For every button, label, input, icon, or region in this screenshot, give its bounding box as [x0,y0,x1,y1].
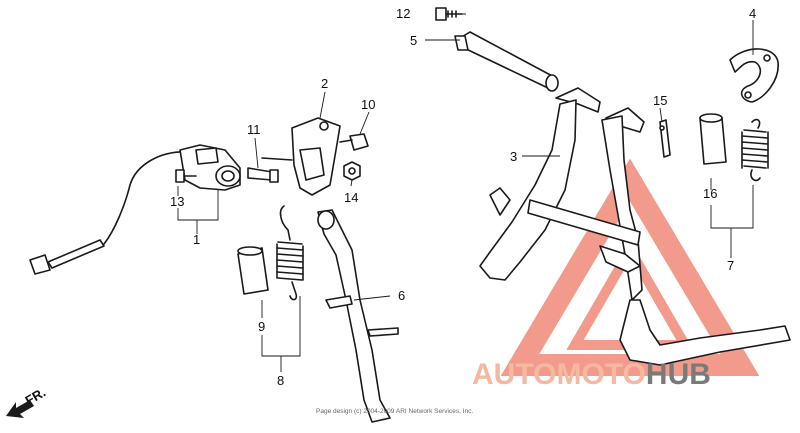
pin-15 [659,119,671,158]
side-stand-switch-1 [29,144,241,275]
watermark-hub: HUB [646,358,711,391]
callout-14: 14 [344,190,358,205]
watermark-auto: AUTO [472,358,556,391]
bracket-2 [291,117,341,196]
leader-lines [177,13,754,372]
callout-12: 12 [396,6,410,21]
watermark-text: AUTOMOTOHUB [472,358,711,391]
front-arrow: FR. [6,385,48,418]
callout-11: 11 [247,122,261,137]
bolt-10 [339,133,369,151]
screw-13 [175,169,197,183]
callout-10: 10 [361,97,375,112]
watermark-moto: MOTO [556,358,645,391]
hook-4 [729,48,779,103]
callout-5: 5 [410,33,417,48]
callout-6: 6 [398,288,405,303]
callout-4: 4 [749,6,756,21]
collar-9 [237,246,269,295]
callout-1: 1 [193,232,200,247]
pivot-shaft-5 [454,31,559,92]
callout-8: 8 [277,373,284,388]
bolt-11 [247,157,293,183]
callout-numbers: 12 5 3 4 15 16 7 2 10 11 14 13 1 6 9 8 [170,6,756,388]
callout-16: 16 [703,186,717,201]
callout-13: 13 [170,194,184,209]
spring-8 [276,205,304,301]
spring-7 [741,118,769,182]
main-stand-3 [479,87,791,366]
nut-14 [343,161,361,181]
callout-15: 15 [653,93,667,108]
callout-9: 9 [258,319,265,334]
copyright-text: Page design (c) 2004-2009 ARI Network Se… [316,408,473,415]
callout-3: 3 [510,149,517,164]
side-stand-6 [317,209,399,423]
callout-7: 7 [727,258,734,273]
callout-2: 2 [321,76,328,91]
collar-16 [699,113,727,165]
